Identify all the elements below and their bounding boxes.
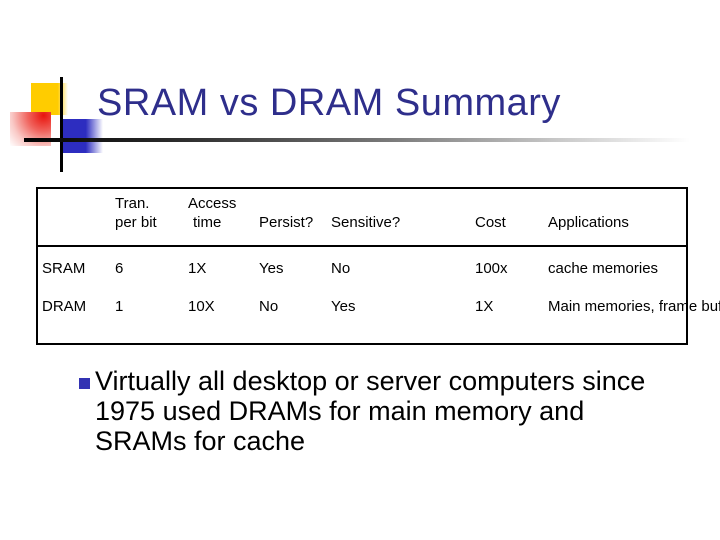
header-line: Access — [188, 195, 237, 212]
bullet-line: 1975 used DRAMs for main memory and — [95, 396, 585, 426]
row-label-sram: SRAM — [42, 260, 86, 277]
header-line: time — [193, 214, 222, 231]
cell-sram-applications: cache memories — [548, 260, 659, 277]
header-tran-per-bit: Tran. per bit — [115, 194, 157, 232]
cell-sram-sensitive: No — [331, 260, 351, 277]
bullet-paragraph: Virtually all desktop or server computer… — [95, 366, 645, 456]
header-applications: Applications — [548, 214, 629, 231]
deco-blue-square — [62, 119, 103, 153]
deco-vertical-line — [60, 77, 63, 172]
row-label-dram: DRAM — [42, 298, 87, 315]
cell-dram-sensitive: Yes — [331, 298, 356, 315]
title-underline — [24, 138, 690, 142]
bullet-square-icon — [79, 378, 90, 389]
cell-sram-cost: 100x — [475, 260, 508, 277]
header-persist: Persist? — [259, 214, 314, 231]
page-title: SRAM vs DRAM Summary — [97, 82, 561, 124]
table-header-separator — [38, 245, 686, 247]
comparison-table: Tran. per bit Access time Persist? Sensi… — [36, 187, 720, 345]
cell-dram-cost: 1X — [475, 298, 494, 315]
header-cost: Cost — [475, 214, 506, 231]
cell-dram-tran-per-bit: 1 — [115, 298, 124, 315]
header-access-time: Access time — [188, 194, 236, 232]
cell-dram-persist: No — [259, 298, 279, 315]
cell-dram-applications: Main memories, frame buffers — [548, 298, 720, 315]
header-line: per bit — [115, 214, 157, 231]
bullet-line: SRAMs for cache — [95, 426, 306, 456]
bullet-line: Virtually all desktop or server computer… — [95, 366, 646, 396]
cell-dram-access-time: 10X — [188, 298, 215, 315]
cell-sram-tran-per-bit: 6 — [115, 260, 124, 277]
header-line: Tran. — [115, 195, 150, 212]
header-sensitive: Sensitive? — [331, 214, 401, 231]
cell-sram-persist: Yes — [259, 260, 284, 277]
cell-sram-access-time: 1X — [188, 260, 207, 277]
